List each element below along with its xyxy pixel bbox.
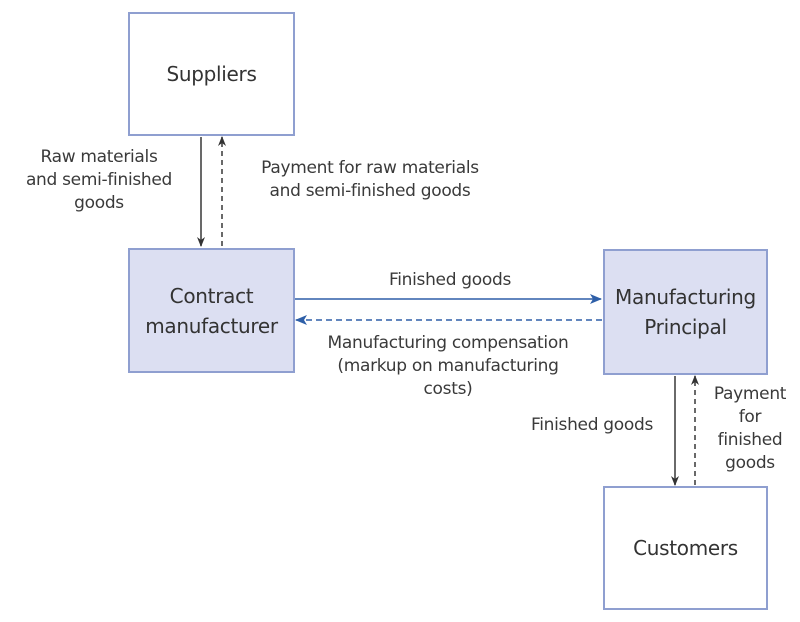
label-payment-raw-materials: Payment for raw materials and semi-finis… (230, 157, 510, 203)
label-raw-materials-line1: Raw materials (40, 147, 158, 167)
label-manufacturing-compensation-line2: (markup on manufacturing (337, 356, 559, 376)
label-payment-finished-goods-line1: Payment (713, 384, 787, 404)
label-manufacturing-compensation-line3: costs) (423, 379, 473, 399)
node-suppliers-label: Suppliers (166, 62, 257, 86)
label-finished-goods-to-customers: Finished goods (512, 414, 672, 437)
node-manufacturing-principal: Manufacturing Principal (603, 249, 768, 375)
label-finished-goods-to-principal: Finished goods (330, 269, 570, 292)
node-suppliers: Suppliers (128, 12, 295, 136)
label-finished-goods-to-principal-text: Finished goods (388, 270, 512, 290)
label-payment-raw-materials-line2: and semi-finished goods (269, 181, 471, 201)
label-manufacturing-compensation: Manufacturing compensation (markup on ma… (298, 332, 598, 401)
node-customers-label: Customers (633, 536, 738, 560)
label-payment-finished-goods: Payment for finished goods (700, 383, 800, 475)
label-finished-goods-to-customers-text: Finished goods (530, 415, 654, 435)
node-contract-manufacturer-line2: manufacturer (145, 313, 278, 338)
label-raw-materials-line2: and semi-finished (25, 170, 173, 190)
label-raw-materials-line3: goods (74, 193, 124, 213)
label-payment-raw-materials-line1: Payment for raw materials (261, 158, 479, 178)
label-manufacturing-compensation-line1: Manufacturing compensation (327, 333, 569, 353)
node-manufacturing-principal-line1: Manufacturing (615, 285, 756, 309)
label-payment-finished-goods-line2: for (738, 407, 762, 427)
node-customers: Customers (603, 486, 768, 610)
node-contract-manufacturer: Contract manufacturer (128, 248, 295, 373)
node-manufacturing-principal-line2: Principal (644, 315, 727, 339)
node-contract-manufacturer-line1: Contract (169, 283, 254, 308)
label-payment-finished-goods-line4: goods (725, 453, 775, 473)
label-payment-finished-goods-line3: finished (717, 430, 783, 450)
label-raw-materials: Raw materials and semi-finished goods (4, 146, 194, 215)
